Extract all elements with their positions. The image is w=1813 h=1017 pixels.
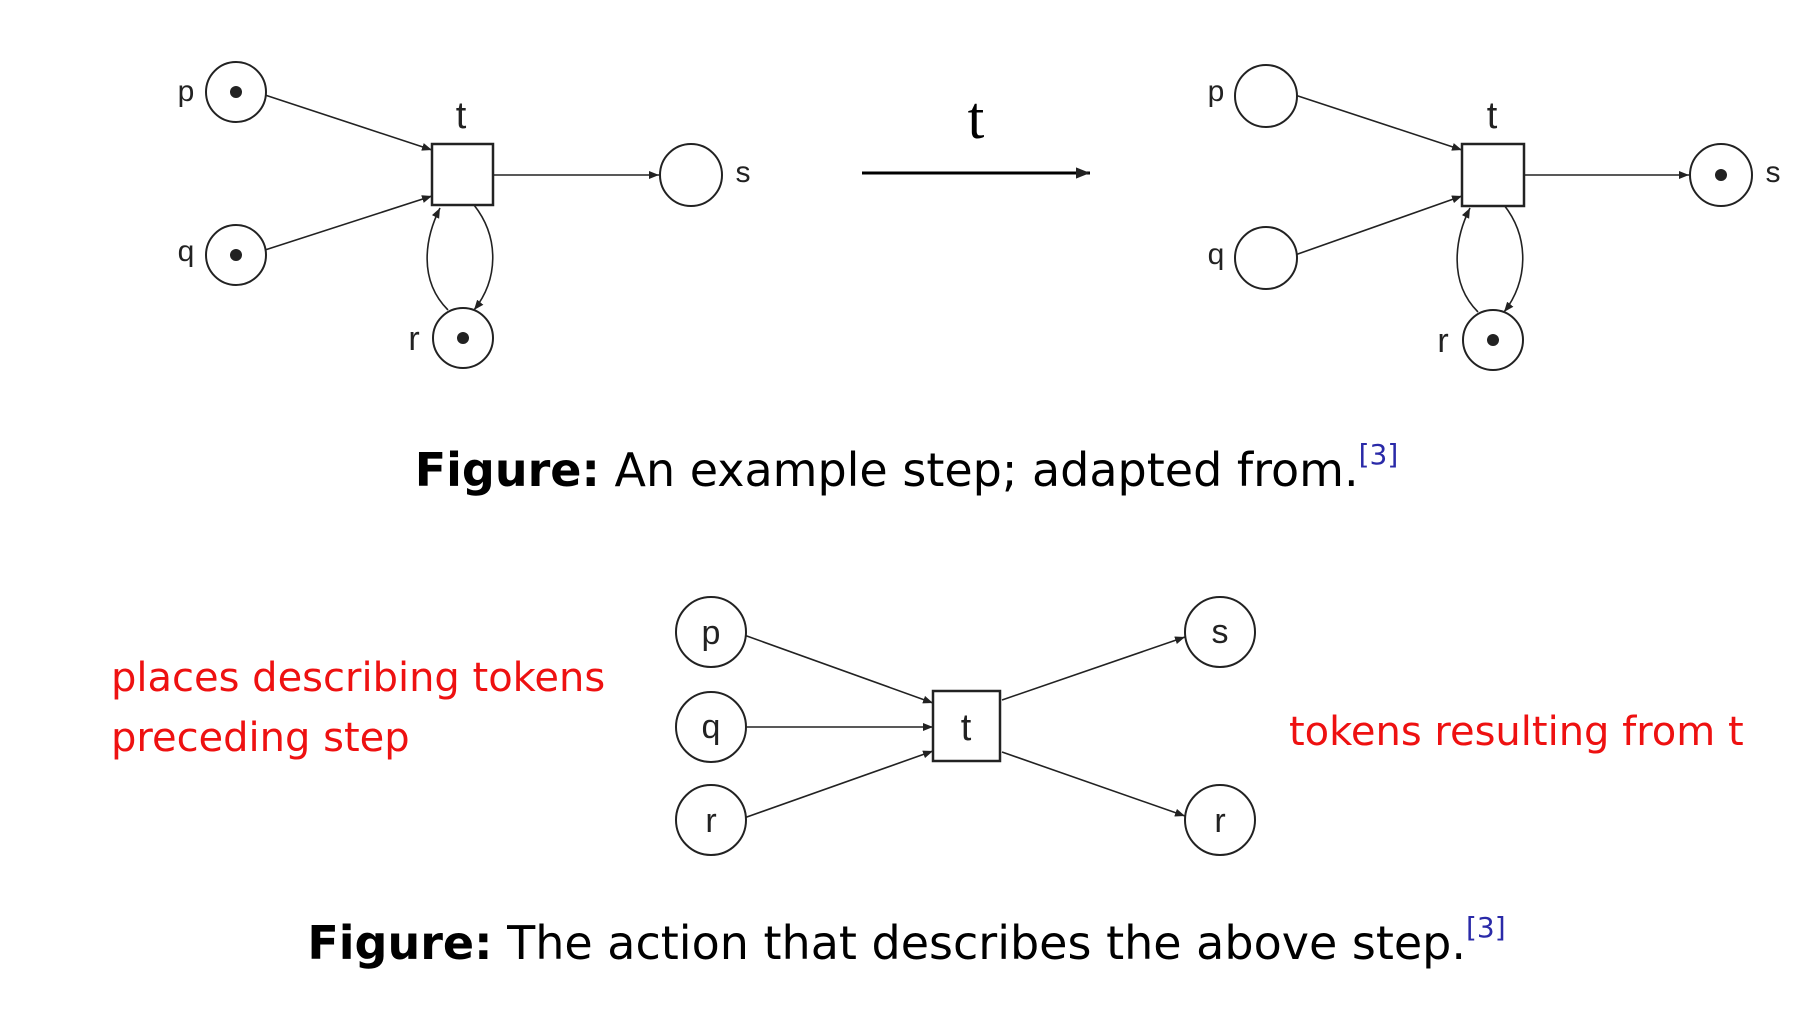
place-p: [1234, 64, 1298, 128]
step-arrow: t: [862, 85, 1090, 179]
place-label-q: q: [1208, 238, 1225, 271]
caption-bold: Figure:: [307, 916, 493, 970]
place-label-s: s: [736, 156, 751, 189]
output-place-label-s: s: [1212, 613, 1229, 651]
caption-text: The action that describes the above step…: [492, 916, 1466, 970]
place-q: [1234, 226, 1298, 290]
caption-bold: Figure:: [414, 443, 600, 497]
arc-t-r: [1503, 204, 1524, 313]
input-place-label-r: r: [705, 802, 716, 840]
input-place-p: [675, 596, 747, 668]
place-label-r: r: [1437, 322, 1448, 360]
arc-t-r: [1001, 751, 1186, 817]
top-figure-caption: Figure: An example step; adapted from.[3…: [0, 438, 1813, 497]
arc-r-t: [426, 207, 449, 311]
left-note: places describing tokens preceding step: [111, 648, 605, 768]
output-place-s: [1184, 596, 1256, 668]
arc-q-t: [264, 195, 433, 251]
place-label-r: r: [408, 320, 419, 358]
arc-t-s: [1001, 636, 1186, 701]
transition-box: [1460, 142, 1526, 208]
bottom-figure-caption: Figure: The action that describes the ab…: [0, 911, 1813, 970]
token-dot-r: [457, 332, 469, 344]
token-dot-r: [1487, 334, 1499, 346]
output-place-r: [1184, 784, 1256, 856]
net-before: t p q r s: [178, 61, 751, 369]
arc-p-t: [1294, 94, 1463, 151]
input-place-q: [675, 691, 747, 763]
right-note-text: tokens resulting from t: [1289, 709, 1744, 755]
token-dot-p: [230, 86, 242, 98]
token-dot-s: [1715, 169, 1727, 181]
place-label-s: s: [1766, 156, 1781, 189]
citation-ref[interactable]: [3]: [1466, 911, 1506, 944]
input-place-label-q: q: [702, 708, 721, 746]
caption-text: An example step; adapted from.: [599, 443, 1359, 497]
output-place-label-r: r: [1214, 802, 1225, 840]
place-label-p: p: [1208, 75, 1225, 108]
arc-q-t: [1294, 195, 1463, 256]
transition-label: t: [1487, 95, 1498, 137]
step-arrow-label: t: [968, 85, 985, 151]
action-net: t p q r s r: [675, 596, 1256, 856]
input-place-label-p: p: [702, 614, 721, 652]
transition-label: t: [456, 95, 467, 137]
place-label-q: q: [178, 235, 195, 268]
net-after: t p q r s: [1208, 64, 1781, 371]
arc-t-r: [473, 204, 494, 311]
left-note-line-2: preceding step: [111, 715, 410, 761]
citation-ref[interactable]: [3]: [1358, 438, 1399, 471]
arc-p-t: [264, 94, 433, 151]
place-s: [659, 143, 723, 207]
transition-box: [430, 142, 495, 207]
arc-p-t: [743, 634, 934, 704]
arc-r-t: [1456, 207, 1479, 313]
transition-box: [931, 689, 1002, 763]
place-label-p: p: [178, 75, 195, 108]
input-place-r: [675, 784, 747, 856]
left-note-line-1: places describing tokens: [111, 655, 606, 701]
token-dot-q: [230, 249, 242, 261]
transition-label: t: [961, 707, 972, 749]
arc-r-t: [743, 750, 934, 819]
right-note: tokens resulting from t: [1289, 702, 1744, 762]
